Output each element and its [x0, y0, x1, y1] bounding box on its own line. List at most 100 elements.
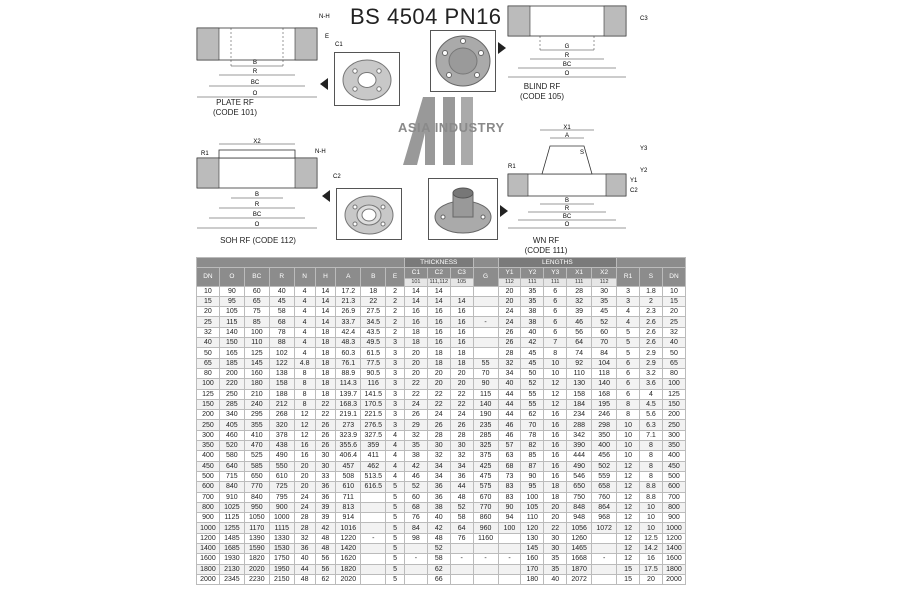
- table-cell: 580: [218, 450, 245, 462]
- table-cell: 20: [403, 367, 428, 380]
- table-cell: 450: [661, 460, 687, 472]
- table-cell: 26: [314, 419, 337, 431]
- table-cell: [472, 543, 499, 555]
- table-cell: 3.6: [639, 378, 663, 390]
- table-cell: 400: [591, 440, 618, 452]
- table-cell: 1255: [218, 522, 245, 534]
- table-cell: [449, 573, 474, 586]
- table-cell: 185: [218, 357, 245, 369]
- table-cell: 914: [335, 512, 362, 524]
- table-cell: [360, 501, 387, 514]
- table-cell: 470: [243, 440, 270, 452]
- table-cell: 48: [449, 491, 474, 503]
- table-cell: 120: [520, 522, 545, 534]
- plate-label-e: E: [325, 34, 329, 40]
- table-cell: 76: [449, 532, 474, 545]
- table-cell: 28: [293, 522, 316, 534]
- table-cell: 14: [314, 316, 337, 328]
- soh-label-r1: R1: [201, 151, 209, 157]
- table-cell: 813: [335, 501, 362, 514]
- table-cell: 8: [616, 409, 641, 421]
- table-cell: 8: [639, 470, 663, 483]
- table-cell: 65: [243, 295, 270, 308]
- column-header: E: [385, 267, 405, 287]
- table-cell: 16: [293, 450, 316, 462]
- table-cell: 1200: [196, 532, 220, 545]
- table-cell: 110: [520, 512, 545, 524]
- table-cell: -: [497, 553, 522, 565]
- table-cell: 12: [616, 532, 641, 545]
- table-cell: 2000: [661, 573, 687, 586]
- table-cell: 20: [196, 306, 220, 318]
- table-cell: 8: [639, 450, 663, 462]
- table-cell: 2000: [196, 573, 220, 586]
- table-cell: 63: [497, 450, 522, 462]
- table-cell: 44: [497, 409, 522, 421]
- table-cell: 40: [497, 378, 522, 390]
- table-cell: 1590: [243, 543, 270, 555]
- table-cell: 460: [218, 429, 245, 442]
- table-cell: 10: [616, 440, 641, 452]
- table-cell: 1260: [566, 532, 593, 545]
- soh-label-c2: C2: [333, 174, 341, 180]
- table-cell: 21.3: [335, 295, 362, 308]
- table-cell: 4: [293, 337, 316, 349]
- table-cell: 90: [218, 285, 245, 297]
- table-cell: 43.5: [360, 326, 387, 339]
- table-cell: 4.8: [293, 357, 316, 369]
- table-cell: 90: [472, 378, 499, 390]
- table-cell: 18: [314, 347, 337, 359]
- table-cell: 168.3: [335, 398, 362, 411]
- table-cell: [591, 573, 618, 586]
- column-header: S: [639, 267, 663, 287]
- table-cell: 56: [566, 326, 593, 339]
- table-cell: 4: [293, 347, 316, 359]
- table-cell: 300: [196, 429, 220, 442]
- table-cell: 456: [591, 450, 618, 462]
- table-cell: [472, 563, 499, 575]
- soh-label-r: R: [255, 202, 260, 208]
- table-cell: 18: [314, 388, 337, 400]
- table-cell: 90: [497, 501, 522, 514]
- table-cell: 62: [520, 409, 545, 421]
- table-cell: 760: [591, 491, 618, 503]
- table-cell: 2150: [268, 573, 295, 586]
- wn-label-b: B: [565, 198, 569, 204]
- table-cell: 30: [543, 543, 568, 555]
- table-cell: 158: [268, 378, 295, 390]
- soh-flange-photo: [336, 188, 402, 240]
- code-header: 111,112: [426, 277, 451, 287]
- table-cell: 300: [661, 429, 687, 442]
- table-cell: 46: [403, 470, 428, 483]
- table-cell: 4: [385, 450, 405, 462]
- wn-label-c2: C2: [630, 188, 638, 194]
- table-cell: 320: [268, 419, 295, 431]
- table-cell: 85: [520, 450, 545, 462]
- table-cell: 110: [566, 367, 593, 380]
- table-cell: 32: [426, 450, 451, 462]
- table-cell: 50: [520, 367, 545, 380]
- table-cell: 83: [497, 481, 522, 493]
- table-cell: 4: [385, 429, 405, 442]
- table-cell: 55: [520, 398, 545, 411]
- wn-label-r: R: [565, 206, 570, 212]
- table-cell: 18: [314, 367, 337, 380]
- table-cell: 5: [385, 543, 405, 555]
- table-cell: 48.3: [335, 337, 362, 349]
- table-cell: 444: [566, 450, 593, 462]
- table-cell: 10: [196, 285, 220, 297]
- table-cell: 44: [497, 388, 522, 400]
- table-cell: 40: [268, 285, 295, 297]
- table-cell: 28: [497, 347, 522, 359]
- table-cell: 1870: [566, 563, 593, 575]
- table-cell: 35: [543, 553, 568, 565]
- table-cell: 8: [639, 460, 663, 472]
